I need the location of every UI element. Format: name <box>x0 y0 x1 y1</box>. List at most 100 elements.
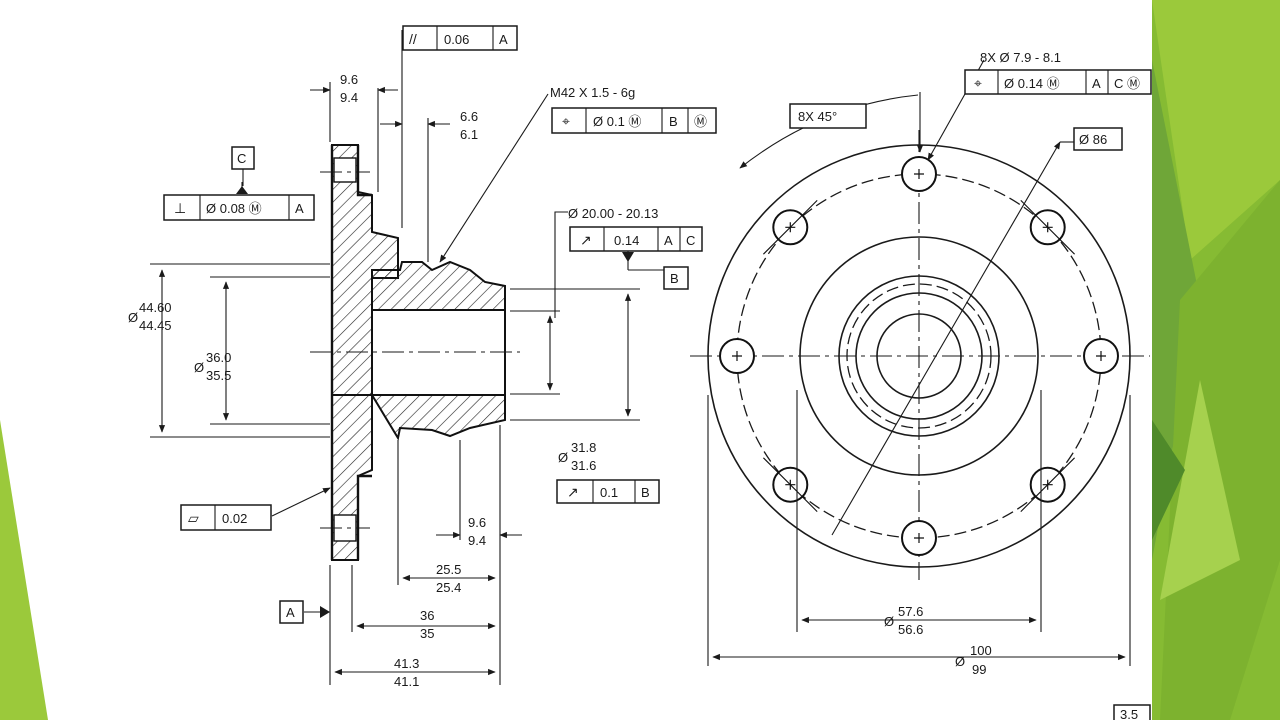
perp-tolerance: Ø 0.08 Ⓜ <box>206 201 262 216</box>
dia-57-symbol: Ø <box>884 614 894 629</box>
bolt-hole-center-mark <box>914 169 924 179</box>
hole-callout: 8X Ø 7.9 - 8.1 <box>980 50 1061 65</box>
runout-symbol: ↗ <box>580 232 592 248</box>
bolt-hole-centerline <box>763 200 818 255</box>
dia-31-lower: 31.6 <box>571 458 596 473</box>
flatness-tolerance: 0.02 <box>222 511 247 526</box>
dia-44-upper: 44.60 <box>139 300 172 315</box>
thread-datum: B <box>669 114 678 129</box>
len-41-upper: 41.3 <box>394 656 419 671</box>
corner-box: 3.5 <box>1113 704 1151 720</box>
thread-relief-upper: 6.6 <box>460 109 478 124</box>
datum-c: C <box>231 146 255 186</box>
len-41-lower: 41.1 <box>394 674 419 689</box>
datum-a-label: A <box>286 605 295 620</box>
runout-hub-symbol: ↗ <box>567 484 579 500</box>
flange-width-upper: 9.6 <box>340 72 358 87</box>
parallel-datum: A <box>499 32 508 47</box>
flange-width-lower: 9.4 <box>340 90 358 105</box>
bolt-hole-center-mark <box>732 351 742 361</box>
bolt-hole-center-mark <box>1096 351 1106 361</box>
thread-tolerance: Ø 0.1 Ⓜ <box>593 114 641 129</box>
thread-modifier: Ⓜ <box>694 114 707 129</box>
flange-hole-top <box>333 157 357 183</box>
datum-a: A <box>279 600 304 624</box>
right-green-shard-1 <box>1152 0 1280 260</box>
len-25-lower: 25.4 <box>436 580 461 595</box>
dim-flange-width: 9.6 9.4 <box>340 72 358 105</box>
bolt-circle-callout: Ø 86 <box>1073 127 1123 151</box>
dim-thread-relief: 6.6 6.1 <box>460 109 478 142</box>
len-25-upper: 25.5 <box>436 562 461 577</box>
chamfer-callout: 8X 45° <box>789 103 867 129</box>
bolt-circle-label: Ø 86 <box>1079 132 1107 147</box>
hub-step-lower: 9.4 <box>468 533 486 548</box>
hub-section-top <box>371 260 506 311</box>
dim-dia-36: Ø 36.0 35.5 <box>194 350 231 383</box>
dia-31-upper: 31.8 <box>571 440 596 455</box>
fcf-runout-bore: ↗ 0.14 A C <box>569 226 703 252</box>
hub-step-upper: 9.6 <box>468 515 486 530</box>
bolt-hole-center-mark <box>914 533 924 543</box>
dia-31-symbol: Ø <box>558 450 568 465</box>
dia-44-lower: 44.45 <box>139 318 172 333</box>
dim-dia-31: Ø 31.8 31.6 <box>558 440 596 473</box>
perp-datum: A <box>295 201 304 216</box>
section-view <box>150 30 664 685</box>
dim-dia-100: Ø 100 99 <box>955 643 992 677</box>
dia-57-lower: 56.6 <box>898 622 923 637</box>
fcf-parallel: // 0.06 A <box>402 25 518 51</box>
dim-length-25: 25.5 25.4 <box>436 562 461 595</box>
dia-100-upper: 100 <box>970 643 992 658</box>
holes-tolerance: Ø 0.14 Ⓜ <box>1004 76 1060 91</box>
flatness-symbol: ▱ <box>188 510 199 526</box>
fcf-perpendicular: ⊥ Ø 0.08 Ⓜ A <box>163 194 315 221</box>
dia-36-lower: 35.5 <box>206 368 231 383</box>
fcf-flatness: ▱ 0.02 <box>180 504 272 531</box>
bore-diameter: Ø 20.00 - 20.13 <box>568 206 658 221</box>
dia-44-symbol: Ø <box>128 310 138 325</box>
dia-100-lower: 99 <box>972 662 986 677</box>
datum-c-label: C <box>237 151 246 166</box>
runout-hub-datum: B <box>641 485 650 500</box>
holes-datum-a: A <box>1092 76 1101 91</box>
bolt-hole-centerline <box>1020 457 1075 512</box>
parallel-symbol: // <box>409 31 417 47</box>
bolt-hole-centerline <box>1020 200 1075 255</box>
dia-36-upper: 36.0 <box>206 350 231 365</box>
thread-relief-lower: 6.1 <box>460 127 478 142</box>
dim-length-36: 36 35 <box>420 608 434 641</box>
runout-bore-datum-a: A <box>664 233 673 248</box>
thread-spec: M42 X 1.5 - 6g <box>550 85 635 100</box>
dim-length-41: 41.3 41.1 <box>394 656 419 689</box>
parallel-tolerance: 0.06 <box>444 32 469 47</box>
datum-b-label: B <box>670 271 679 286</box>
fcf-thread: ⌖ Ø 0.1 Ⓜ B Ⓜ <box>551 107 717 134</box>
holes-position-symbol: ⌖ <box>974 75 982 91</box>
bolt-holes <box>719 156 1119 556</box>
runout-hub-tolerance: 0.1 <box>600 485 618 500</box>
runout-bore-datum-c: C <box>686 233 695 248</box>
hub-section-bottom <box>370 394 506 441</box>
holes-datum-c: C Ⓜ <box>1114 76 1140 91</box>
right-green-shard-4 <box>1160 380 1240 600</box>
bolt-hole-centerline <box>763 457 818 512</box>
dim-dia-44: Ø 44.60 44.45 <box>128 300 172 333</box>
len-36-upper: 36 <box>420 608 434 623</box>
left-green-shard <box>0 420 48 720</box>
len-36-lower: 35 <box>420 626 434 641</box>
fcf-holes: ⌖ Ø 0.14 Ⓜ A C Ⓜ <box>964 69 1152 95</box>
fcf-runout-hub: ↗ 0.1 B <box>556 479 660 504</box>
right-green-shard-5 <box>1152 420 1185 540</box>
position-symbol: ⌖ <box>562 113 570 129</box>
dia-100-symbol: Ø <box>955 654 965 669</box>
dia-36-symbol: Ø <box>194 360 204 375</box>
right-green-shard-2 <box>1152 60 1200 560</box>
datum-b: B <box>663 266 689 290</box>
front-view <box>690 59 1150 666</box>
chamfer-label: 8X 45° <box>798 109 837 124</box>
corner-label: 3.5 <box>1120 707 1138 720</box>
runout-bore-tolerance: 0.14 <box>614 233 639 248</box>
